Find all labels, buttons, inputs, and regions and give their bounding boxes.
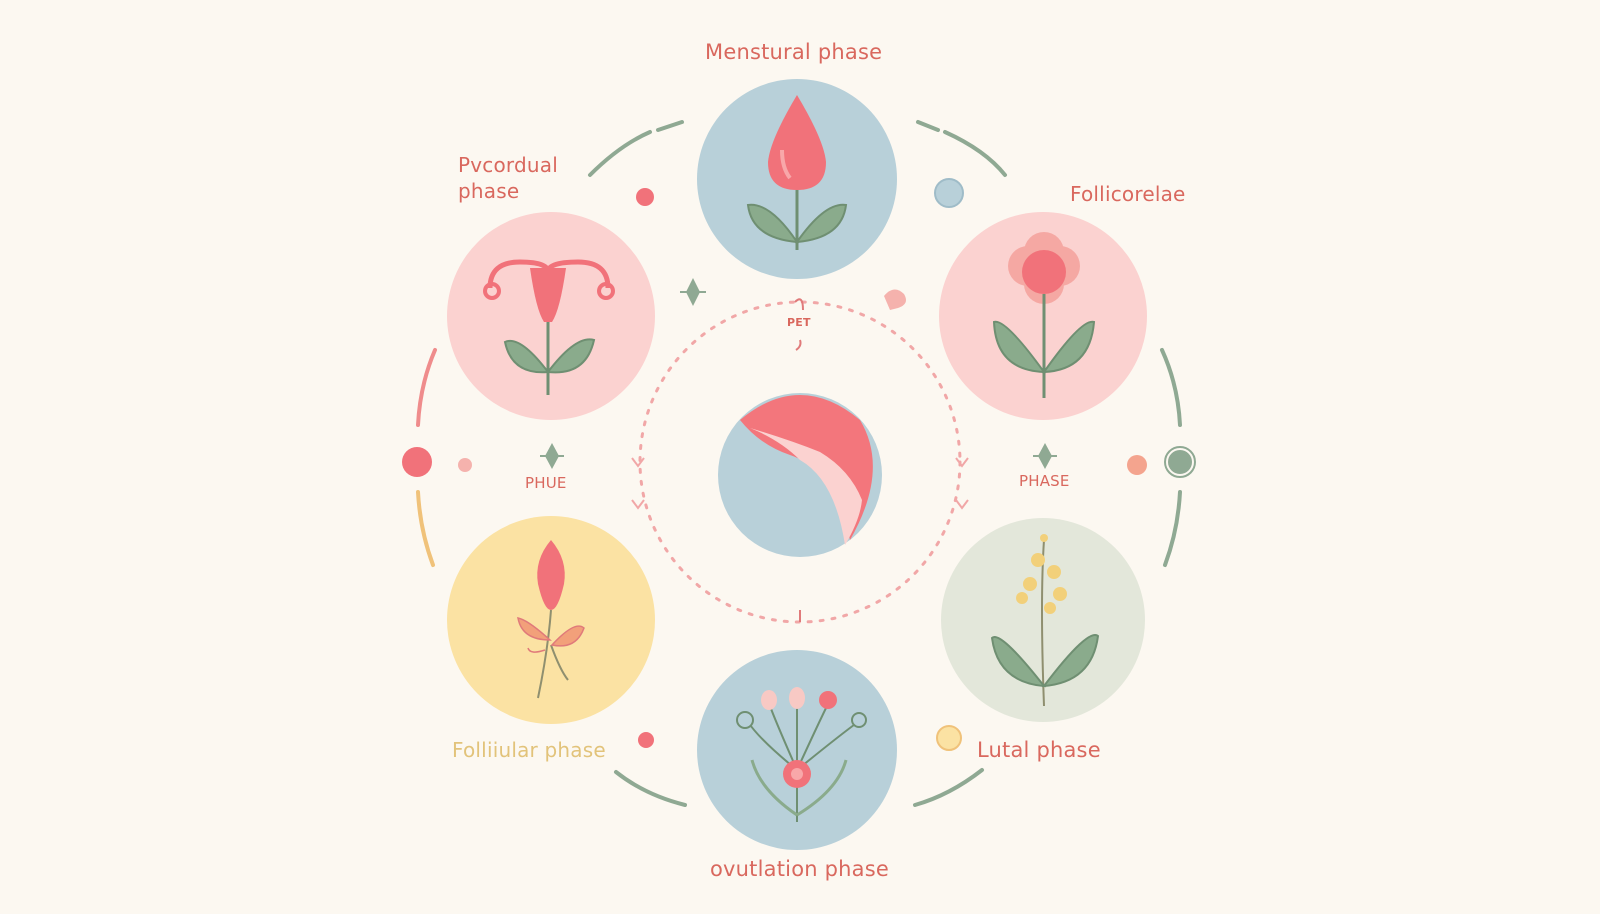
ring-arrow-marks (631, 298, 969, 622)
decorative-dots (402, 178, 1196, 751)
cycle-yin-yang-icon (718, 393, 882, 557)
radiating-flower-icon (736, 687, 867, 822)
yellow-blossom-icon (990, 534, 1100, 707)
pvcordual-phase-node (447, 212, 655, 420)
lutal-phase-node (941, 518, 1145, 722)
menstrual-phase-node (697, 79, 897, 279)
outer-ring-arcs (416, 120, 1182, 807)
follicorelae-phase-node (939, 212, 1147, 420)
follicorelae-phase-label: Follicorelae (1070, 182, 1186, 206)
pvcordual-label-line1: Pvcordual (458, 153, 558, 177)
sparkle-icon-mid-left (540, 443, 564, 469)
menstrual-phase-label: Menstural phase (705, 40, 883, 64)
ovulation-phase-label: ovutlation phase (710, 857, 889, 881)
pvcordual-label-line2: phase (458, 179, 520, 203)
water-drop-sprout-icon (746, 95, 848, 250)
phue-label: PHUE (525, 474, 567, 492)
ovulation-phase-node (697, 650, 897, 850)
pet-label: PET (787, 316, 811, 329)
follicular-phase-node (447, 516, 655, 724)
lutal-phase-label: Lutal phase (977, 738, 1101, 762)
phase-small-label: PHASE (1019, 472, 1070, 490)
sparkle-icon-mid-right (1033, 443, 1057, 469)
flower-bud-icon (992, 232, 1096, 398)
sparkle-icon-left (680, 278, 706, 306)
pvcordual-phase-label: Pvcordual phase (458, 152, 558, 204)
uterus-sprout-icon (483, 259, 615, 395)
follicular-phase-label: Folliiular phase (452, 738, 606, 762)
pink-bud-stem-icon (517, 540, 585, 699)
